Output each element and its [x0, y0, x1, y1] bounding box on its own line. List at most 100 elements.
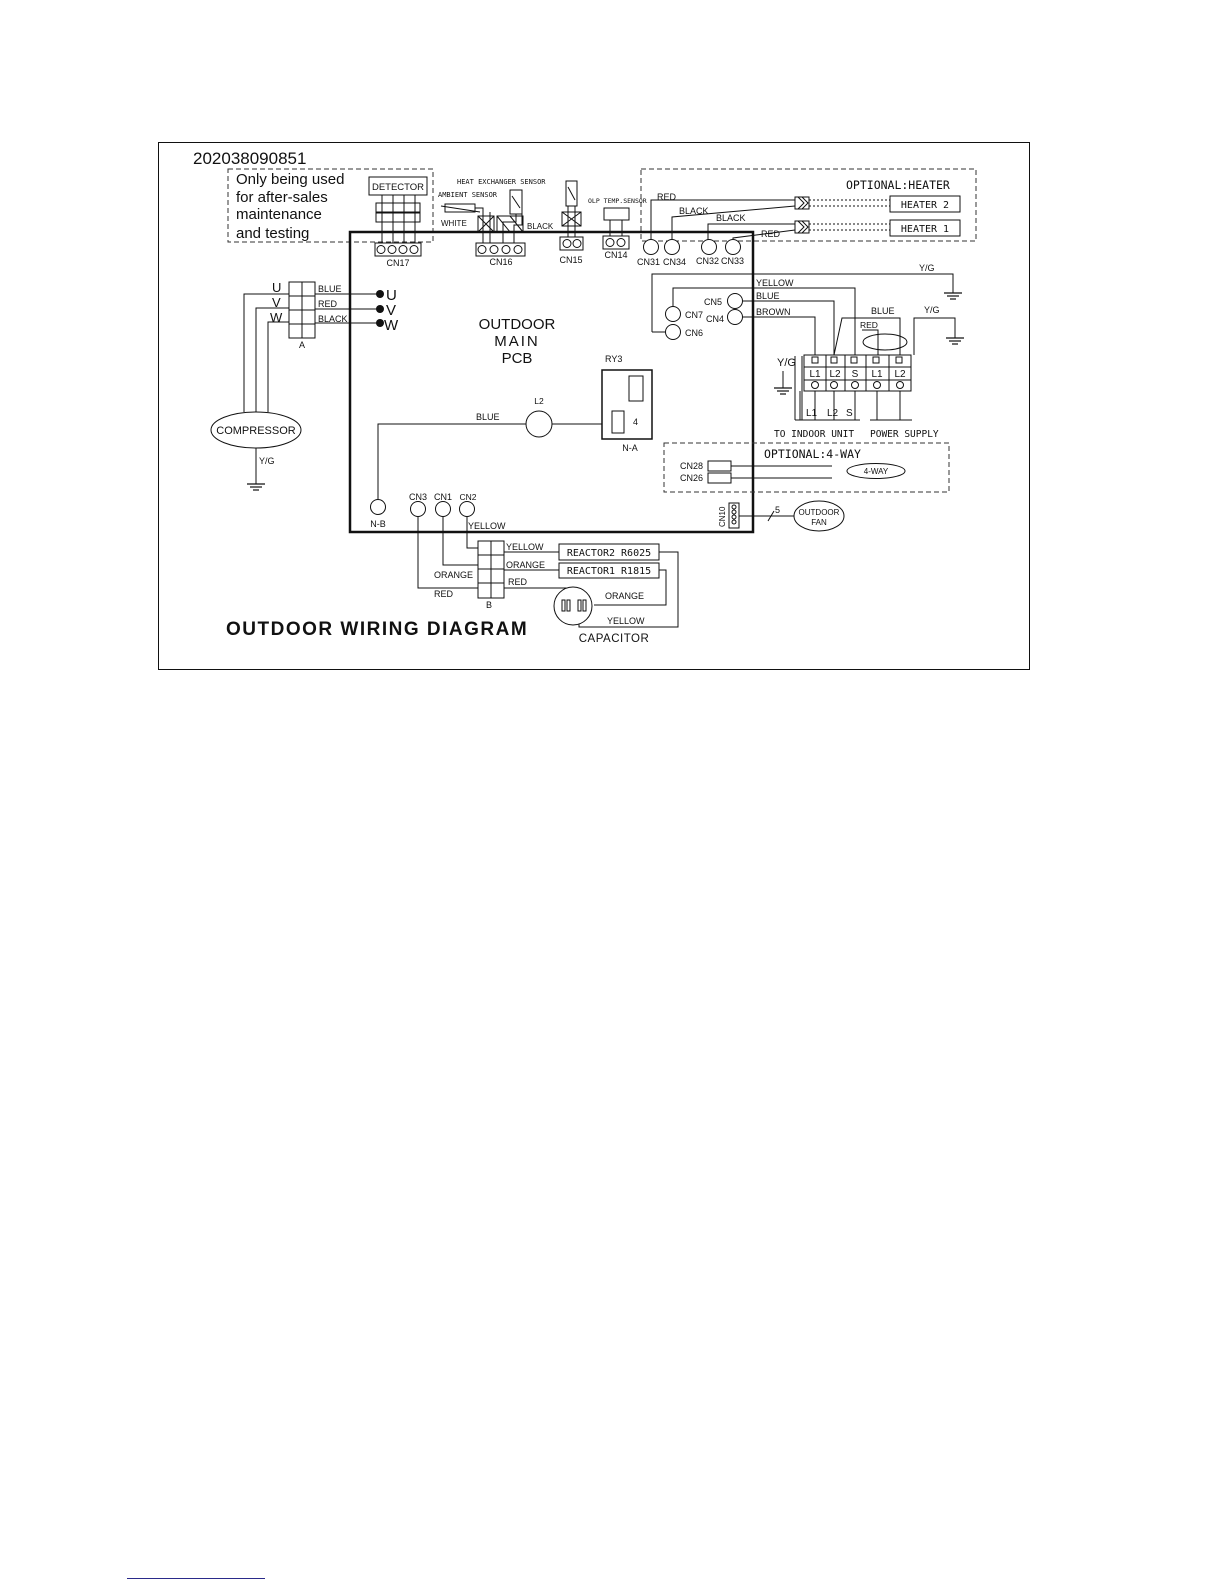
ferrite-ring [862, 333, 908, 351]
heater-2-label: HEATER 2 [901, 200, 949, 211]
orange-wire-label: ORANGE [506, 560, 545, 570]
heater-1-box [889, 219, 961, 237]
l2-label: L2 [534, 396, 544, 406]
phase-w-label: W [270, 310, 283, 325]
ground-icon [773, 379, 793, 395]
pcb-phase-v: V [386, 302, 396, 319]
detector-wires [375, 195, 421, 245]
cn1-label: CN1 [434, 492, 452, 502]
white-wire-label: WHITE [441, 219, 467, 228]
outdoor-main-pcb [348, 230, 755, 534]
cn32-label: CN32 [696, 256, 719, 266]
cn7-label: CN7 [685, 310, 703, 320]
phase-v-label: V [272, 295, 281, 310]
yg-wire-label: Y/G [924, 305, 940, 315]
black-wire-label: BLACK [527, 222, 554, 231]
yg-wire-label: Y/G [259, 456, 275, 466]
na-label: N-A [622, 443, 638, 453]
pcb-label-line: MAIN [494, 333, 540, 350]
diagram-frame [158, 142, 1030, 670]
brown-wire-label: BROWN [756, 307, 791, 317]
cn2-label: CN2 [459, 492, 476, 502]
outdoor-fan-label: OUTDOOR [799, 508, 840, 517]
capacitor-label: CAPACITOR [579, 633, 650, 645]
ry3-label: RY3 [605, 354, 622, 364]
heat-exchanger-sensor-label: HEAT EXCHANGER SENSOR [457, 178, 546, 186]
pcb-phase-w: W [384, 317, 399, 334]
after-sales-region [227, 168, 434, 243]
nb-terminal [370, 499, 386, 515]
blue-wire-label: BLUE [476, 412, 500, 422]
orange-wire-label: ORANGE [605, 591, 644, 601]
cn15-label: CN15 [559, 255, 582, 265]
black-wire-label: BLACK [716, 213, 746, 223]
cn28-label: CN28 [680, 461, 703, 471]
reactor1-box [558, 562, 660, 579]
footer-rule [127, 1578, 265, 1579]
four-way-valve [846, 463, 906, 479]
terminal-label: L1 [809, 369, 821, 380]
after-sales-note-line: for after-sales [236, 189, 328, 206]
terminal-wire-label: L2 [827, 408, 839, 419]
ambient-sensor-label: AMBIENT SENSOR [438, 191, 498, 199]
heater-1-label: HEATER 1 [901, 224, 949, 235]
pcb-phase-u: U [386, 287, 397, 304]
detector-label: DETECTOR [372, 182, 424, 193]
cn17-label: CN17 [386, 258, 409, 268]
diagram-title: OUTDOOR WIRING DIAGRAM [226, 619, 528, 640]
black-wire-label: BLACK [318, 314, 348, 324]
fan-wire-count: 5 [775, 505, 780, 515]
cn26-connector [707, 472, 732, 484]
terminal-label: L1 [871, 369, 883, 380]
optional-4way-label: OPTIONAL:4-WAY [764, 447, 861, 461]
power-supply-label: POWER SUPPLY [870, 429, 939, 440]
block-a-label: A [299, 340, 305, 350]
phase-u-label: U [272, 280, 281, 295]
yellow-wire-label: YELLOW [756, 278, 794, 288]
optional-heater-label: OPTIONAL:HEATER [846, 178, 950, 192]
document-code: 202038090851 [193, 149, 306, 168]
cn16-connector [475, 242, 526, 257]
ground-icon [246, 475, 266, 491]
cn5-label: CN5 [704, 297, 722, 307]
four-way-label: 4-WAY [864, 467, 889, 476]
reactor1-label: REACTOR1 R1815 [567, 566, 651, 577]
cn28-connector [707, 460, 732, 472]
heater-2-box [889, 195, 961, 213]
yellow-wire-label: YELLOW [468, 521, 506, 531]
ground-icon [945, 329, 965, 345]
yellow-wire-label: YELLOW [506, 542, 544, 552]
cn26-label: CN26 [680, 473, 703, 483]
reactor2-box [558, 543, 660, 561]
olp-sensor-label: OLP TEMP.SENSOR [588, 197, 647, 205]
after-sales-note-line: Only being used [236, 171, 344, 188]
l2-coil [525, 410, 553, 438]
cn34-label: CN34 [663, 257, 686, 267]
cn3-label: CN3 [409, 492, 427, 502]
capacitor [553, 586, 593, 626]
outdoor-fan [793, 500, 845, 532]
terminal-wire-label: L1 [806, 408, 818, 419]
yg-wire-label: Y/G [919, 263, 935, 273]
blue-wire-label: BLUE [756, 291, 780, 301]
cn4-label: CN4 [706, 314, 724, 324]
blue-wire-label: BLUE [871, 306, 895, 316]
yellow-wire-label: YELLOW [607, 616, 645, 626]
cn6-label: CN6 [685, 328, 703, 338]
cn14-label: CN14 [604, 250, 627, 260]
optional-4way-region [663, 442, 950, 493]
ground-icon [943, 284, 963, 300]
terminal-label: L2 [829, 369, 841, 380]
to-indoor-unit-label: TO INDOOR UNIT [774, 429, 854, 440]
outdoor-fan-label: FAN [811, 518, 827, 527]
blue-wire-label: BLUE [318, 284, 342, 294]
red-wire-label: RED [761, 229, 781, 239]
pcb-label-line: OUTDOOR [479, 316, 556, 333]
pcb-label-line: PCB [502, 350, 533, 367]
compressor-label: COMPRESSOR [216, 425, 296, 437]
olp-sensor [603, 207, 630, 221]
terminal-label: S [852, 369, 859, 380]
cn31-label: CN31 [637, 257, 660, 267]
red-wire-label: RED [508, 577, 528, 587]
